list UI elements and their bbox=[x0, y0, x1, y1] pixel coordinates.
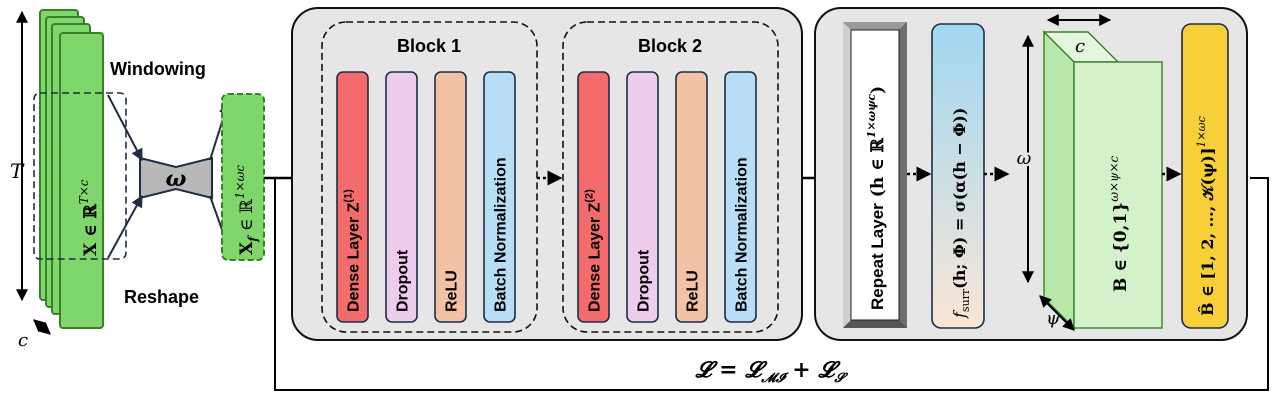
block-2: Block 2 Dense Layer Z(2) Dropout ReLU Batch… bbox=[562, 21, 779, 333]
binary-mask-cube: c ω ψ B ∈ {0,1}ω×ψ×c bbox=[1014, 14, 1163, 331]
loss-formula: 𝓛 = 𝓛𝓜𝓘 + 𝓛𝓢 bbox=[695, 357, 849, 386]
block-2-dropout-layer bbox=[626, 71, 659, 323]
binary-mask-label: B ∈ {0,1}ω×ψ×c bbox=[1107, 155, 1131, 292]
block-2-dense-layer-label: Dense Layer Z(2) bbox=[584, 189, 604, 312]
omega-reshape-node: ω bbox=[107, 94, 233, 259]
block-1-relu-layer bbox=[434, 71, 467, 323]
output-indices: B̂ ∈ [1, 2, …, 𝒦(ψ)]1×ωc bbox=[1181, 23, 1229, 329]
cube-psi-label: ψ bbox=[1046, 308, 1061, 329]
block-1-relu-layer-label: ReLU bbox=[444, 270, 461, 312]
loss-feedback-loop bbox=[274, 177, 1269, 391]
input-front-window bbox=[59, 32, 104, 329]
block-1-title: Block 1 bbox=[397, 36, 461, 56]
output-formula: B̂ ∈ [1, 2, …, 𝒦(ψ)]1×ωc bbox=[1195, 116, 1217, 316]
flattened-input: Xf ∈ ℝ1×ωc bbox=[221, 93, 265, 261]
time-axis-label: T bbox=[10, 159, 25, 183]
repeat-layer-label: Repeat Layer(h ∈ ℝ1×ωψc) bbox=[865, 86, 888, 310]
block-2-dropout-layer-label: Dropout bbox=[636, 249, 653, 312]
channel-axis-label: c bbox=[18, 330, 28, 351]
flattened-input-label: Xf ∈ ℝ1×ωc bbox=[233, 165, 260, 255]
channel-axis-arrow bbox=[33, 319, 51, 335]
surrogate-formula: fsurr(h; Φ) = σ(α(h − Φ)) bbox=[950, 108, 972, 319]
input-tensor-label: X ∈ ℝT×c bbox=[77, 179, 101, 256]
window-selection-box bbox=[33, 92, 127, 260]
block-2-relu-layer-label: ReLU bbox=[685, 270, 702, 312]
cube-omega-label: ω bbox=[1017, 148, 1032, 169]
block-1-dropout-layer bbox=[385, 71, 418, 323]
block-2-batch-norm-layer bbox=[724, 71, 757, 323]
block-2-batch-norm-layer-label: Batch Normalization bbox=[734, 157, 751, 312]
omega-symbol: ω bbox=[166, 166, 187, 192]
block-2-relu-layer bbox=[675, 71, 708, 323]
block-1-batch-norm-layer bbox=[483, 71, 516, 323]
block-1: Block 1 Dense Layer Z(1) Dropout ReLU Batch… bbox=[321, 21, 538, 333]
block-1-dense-layer-label: Dense Layer Z(1) bbox=[343, 189, 363, 312]
repeat-layer: Repeat Layer(h ∈ ℝ1×ωψc) bbox=[843, 22, 907, 328]
block-2-title: Block 2 bbox=[638, 36, 702, 56]
block-1-dense-layer bbox=[336, 71, 369, 323]
surrogate-function: fsurr(h; Φ) = σ(α(h − Φ)) bbox=[931, 23, 985, 329]
cube-c-label: c bbox=[1075, 36, 1085, 57]
windowing-label: Windowing bbox=[110, 59, 206, 79]
encoder-panel bbox=[291, 7, 803, 341]
block-1-dropout-layer-label: Dropout bbox=[395, 249, 412, 312]
reshape-label: Reshape bbox=[124, 287, 199, 307]
block-1-batch-norm-layer-label: Batch Normalization bbox=[493, 157, 510, 312]
input-window-stack: T X ∈ ℝT×c c bbox=[10, 9, 127, 351]
block-2-dense-layer bbox=[577, 71, 610, 323]
